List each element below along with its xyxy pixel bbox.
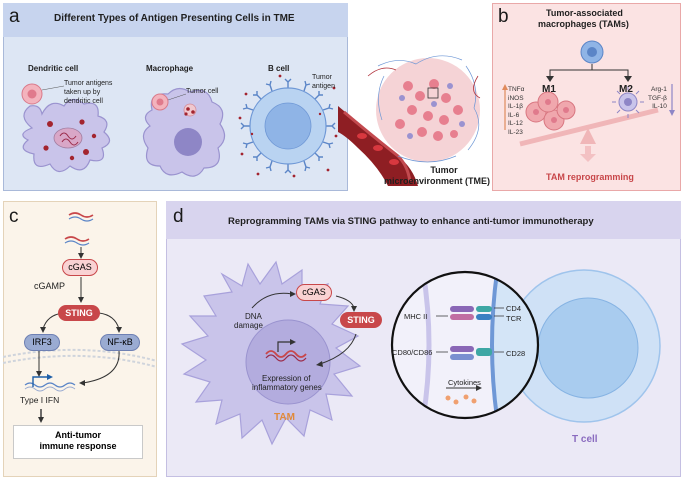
mhc-ii-label: MHC II (404, 312, 428, 321)
m2-marker: Arg-1 (651, 86, 667, 93)
response-label-2: immune response (39, 441, 117, 451)
cgamp-label: cGAMP (34, 281, 66, 291)
m1-marker-list: TNFα iNOS IL-1β IL-6 IL-12 IL-23 (508, 86, 524, 137)
bcell-annotation-2: antigen (312, 83, 335, 90)
dna-damage-label-1: DNA (245, 312, 262, 321)
m1-marker: IL-6 (508, 111, 520, 119)
expression-label-2: inflammatory genes (252, 383, 322, 392)
panel-d-title: Reprogramming TAMs via STING pathway to … (228, 216, 594, 227)
cytokines-label: Cytokines (448, 378, 481, 387)
panel-a-title-bar (3, 3, 348, 37)
tam-cgas-node: cGAS (296, 284, 332, 301)
tam-label: TAM (274, 412, 295, 423)
macrophage-illustration (142, 87, 226, 177)
immune-synapse-zoom (390, 270, 540, 420)
m1-marker: IL-12 (508, 120, 523, 127)
panel-a-letter: a (9, 6, 20, 27)
irf3-node: IRF3 (24, 334, 60, 351)
cd4-label: CD4 (506, 304, 522, 313)
tam-sting-node: STING (340, 312, 382, 328)
dendritic-cell-illustration (21, 83, 111, 173)
t-cell-label: T cell (572, 434, 598, 445)
panel-b-title-1: Tumor-associated (546, 8, 623, 18)
panel-b-title-2: macrophages (TAMs) (538, 19, 629, 29)
anti-tumor-response-box: Anti-tumor immune response (13, 425, 143, 459)
expression-label-1: Expression of (262, 374, 311, 383)
sting-node: STING (58, 305, 100, 321)
m1-marker: IL-1β (508, 103, 523, 110)
panel-a-title: Different Types of Antigen Presenting Ce… (54, 13, 295, 24)
m1-marker: TNFα (508, 86, 525, 93)
m1-marker: IL-23 (508, 128, 523, 136)
dna-damage-label-2: damage (234, 321, 263, 330)
m1-label: M1 (542, 84, 556, 95)
cgas-node: cGAS (62, 259, 98, 276)
m2-marker: IL-10 (652, 103, 667, 110)
dendritic-annotation-1: Tumor antigens (64, 80, 113, 87)
bcell-annotation-1: Tumor (312, 74, 332, 81)
tumor-microenvironment-illustration (338, 55, 481, 186)
response-label-1: Anti-tumor (55, 430, 101, 440)
tme-label-1: Tumor (430, 165, 458, 175)
tam-polarization-diagram (502, 40, 675, 162)
dendritic-cell-title: Dendritic cell (28, 64, 79, 73)
panel-d-letter: d (173, 206, 184, 227)
t-cell-illustration (507, 269, 661, 423)
m2-marker-list: Arg-1 TGF-β IL-10 (648, 86, 667, 112)
m2-label: M2 (619, 84, 633, 95)
bcell-illustration (238, 74, 338, 178)
tme-label-2: microenvironment (TME) (384, 176, 491, 186)
panel-c-letter: c (9, 206, 19, 227)
tam-cell-illustration (180, 260, 362, 446)
panel-d-title-bar (166, 201, 681, 239)
tcr-label: TCR (506, 314, 522, 323)
macrophage-annotation: Tumor cell (186, 88, 219, 95)
bcell-title: B cell (268, 64, 290, 73)
cd28-label: CD28 (506, 349, 526, 358)
dendritic-annotation-3: dendritic cell (64, 98, 103, 105)
panel-b-letter: b (498, 6, 509, 27)
m2-marker: TGF-β (648, 94, 667, 102)
tam-reprogramming-label: TAM reprogramming (546, 172, 634, 182)
macrophage-title: Macrophage (146, 64, 194, 73)
dendritic-annotation-2: taken up by (64, 89, 101, 96)
type-i-ifn-label: Type I IFN (20, 395, 60, 405)
nfkb-node: NF-κB (100, 334, 140, 351)
m1-marker: iNOS (508, 94, 524, 102)
cd80-cd86-label: CD80/CD86 (392, 348, 433, 357)
